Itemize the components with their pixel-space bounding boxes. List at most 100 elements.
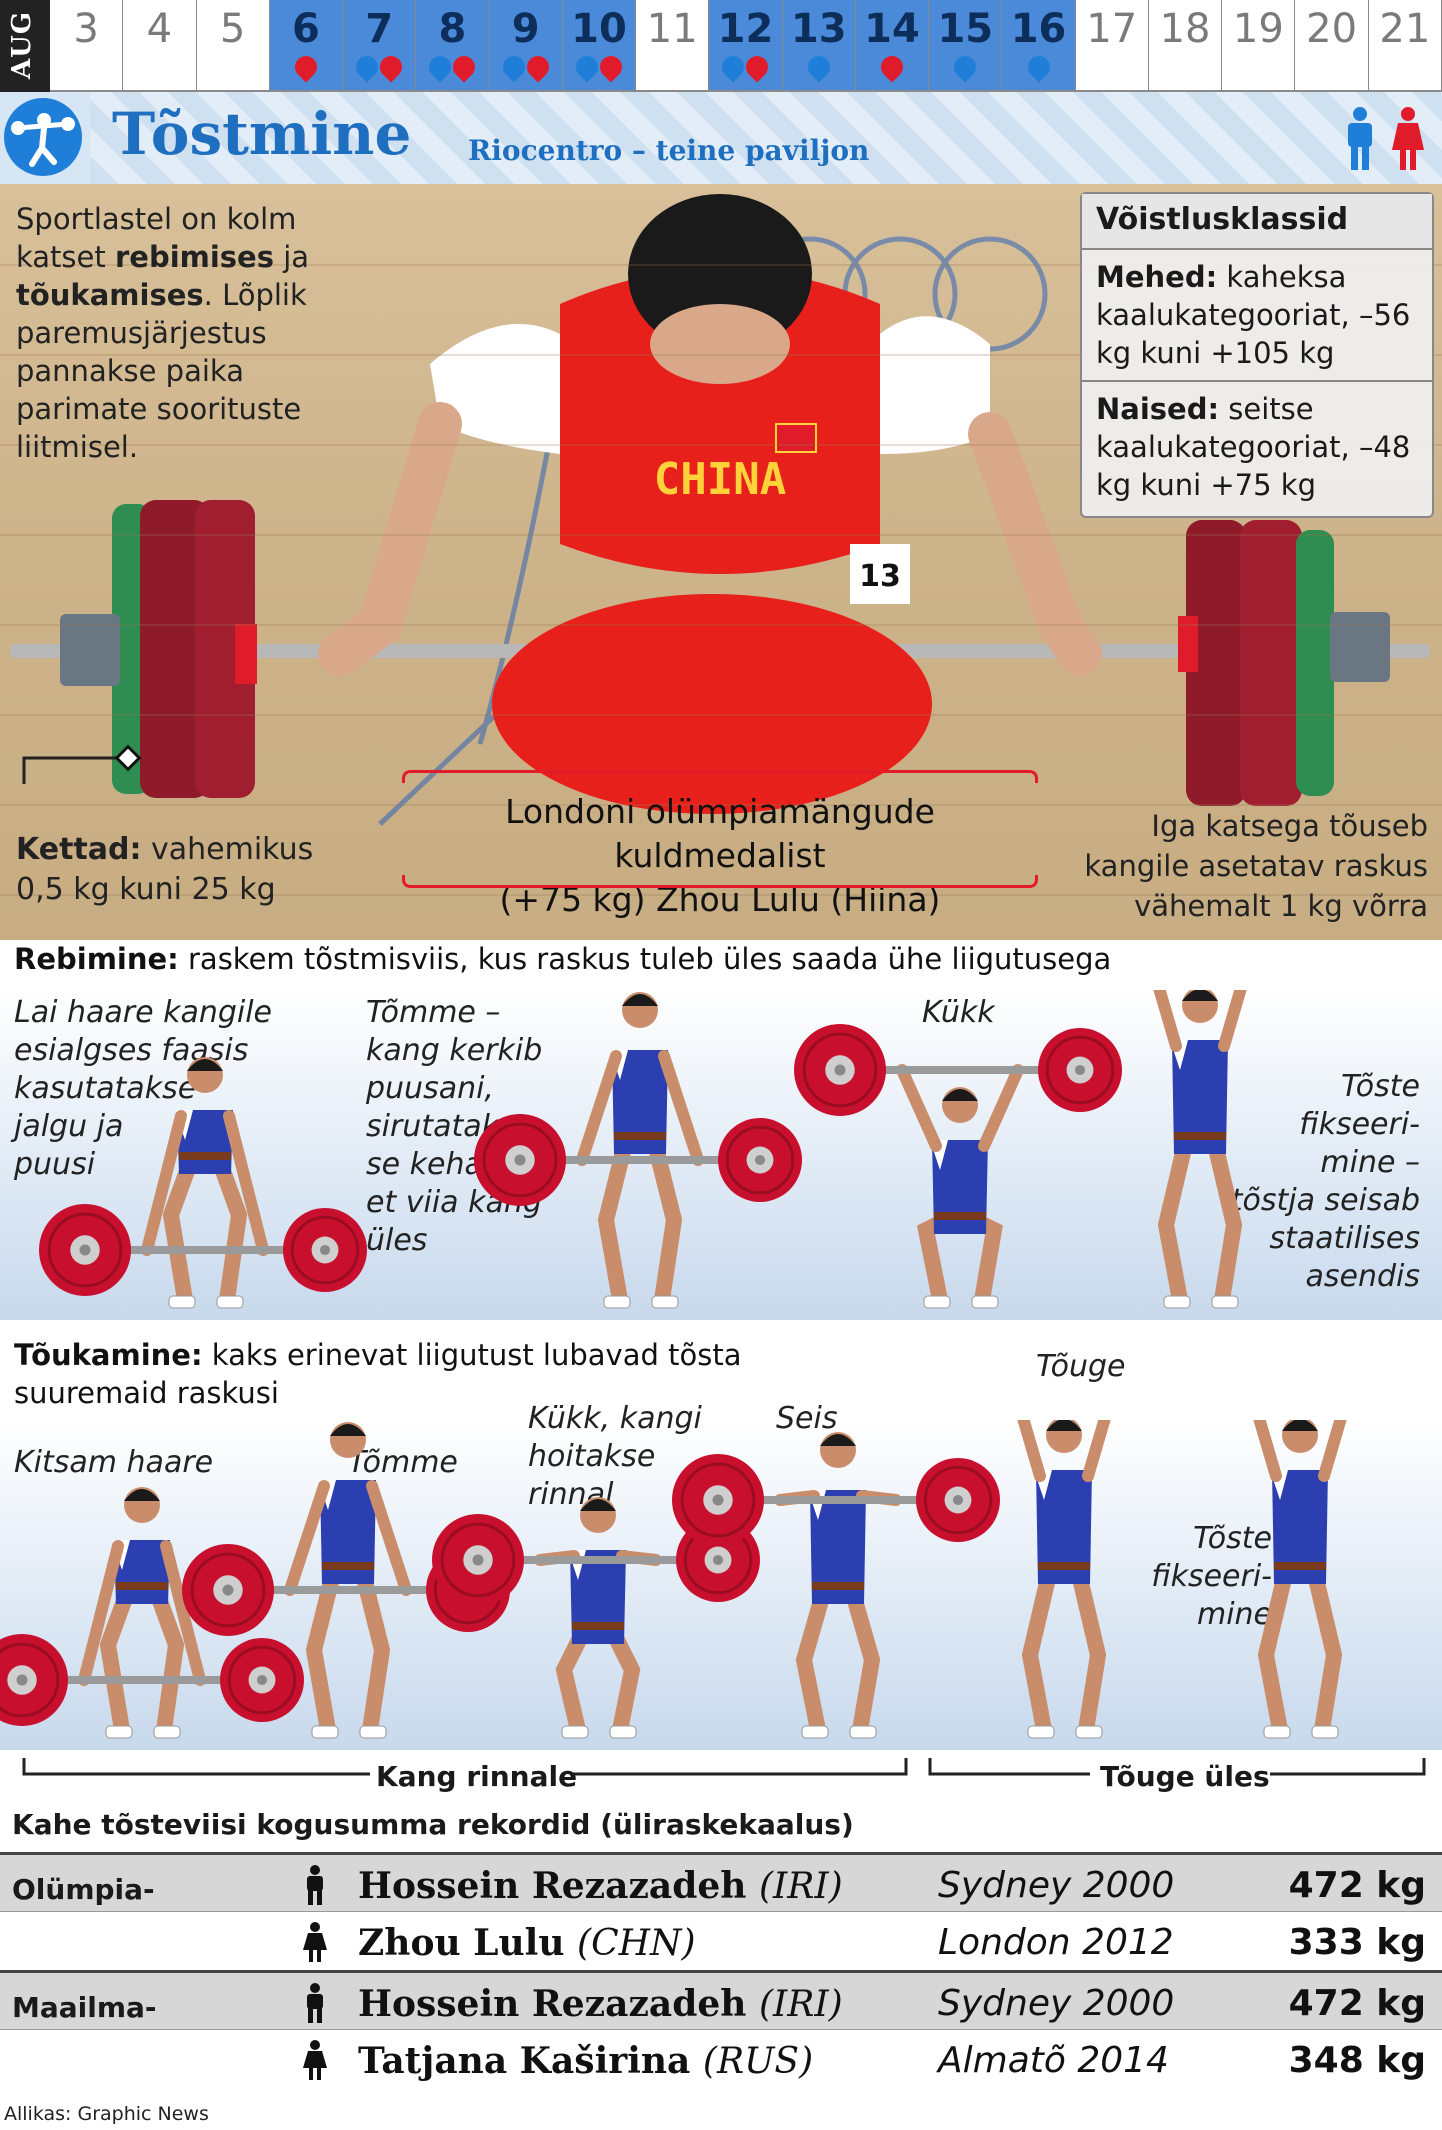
section-header: Tõstmine Riocentro – teine paviljon [0,92,1442,184]
s4-line: fikseeri- [1299,1107,1420,1142]
men-event-icon [803,51,835,83]
s1-line: jalgu ja [14,1109,124,1144]
shirt-text: CHINA [654,454,786,505]
day-number: 18 [1159,6,1211,52]
day-10: 10 [562,0,638,92]
female-icon [303,2040,327,2080]
s2-line: kang kerkib [366,1033,543,1068]
snatch-heading: Rebimine: raskem tõstmisviis, kus raskus… [14,942,1112,976]
s4-line: mine – [1320,1145,1420,1180]
women-event-icon [375,51,407,83]
men-event-icon [1022,51,1055,83]
weight-classes-heading: Võistlusklassid [1082,194,1432,250]
cj-step1-label: Kitsam haare [14,1444,213,1482]
cj-start-figure [0,1487,304,1739]
s4-line: tõstja seisab [1230,1183,1420,1218]
lifter-topdown-illustration: 13 CHINA [10,194,1430,826]
women-event-icon [876,51,908,83]
cj-fix-figure [1253,1420,1347,1739]
c4-line: Seis [776,1401,838,1436]
day-5: 5 [196,0,271,92]
record-weight: 348 kg [1288,2040,1426,2081]
c3-line: hoitakse [528,1439,656,1474]
phase-brackets [22,1758,1426,1776]
day-20: 20 [1295,0,1370,92]
c6-line: fikseeri- [1151,1559,1272,1594]
weightlifting-icon [4,98,82,176]
record-place: London 2012 [938,1922,1174,1963]
source-note: Allikas: Graphic News [4,2103,209,2125]
day-6: 6 [269,0,345,92]
snatch-figures [39,990,1247,1309]
day-14: 14 [855,0,931,92]
men-classes: Mehed: kaheksa kaalukategooriat, –56 kg … [1096,260,1411,370]
day-number: 4 [146,6,173,52]
c6-line: Tõste [1193,1521,1272,1556]
men-event-icon [571,51,603,83]
male-icon [307,1865,323,1905]
day-18: 18 [1148,0,1224,92]
cj-stand-figure [672,1432,1000,1739]
snatch-fix-figure [1153,990,1247,1309]
day-19: 19 [1222,0,1297,92]
s1-line: puusi [14,1147,96,1182]
s4-line: Tõste [1341,1069,1420,1104]
record-place: Sydney 2000 [938,1983,1175,2024]
day-number: 21 [1379,6,1431,52]
c3-line: Kükk, kangi [528,1401,702,1436]
s3-line: Kükk [922,995,995,1030]
records-title: Kahe tõsteviisi kogusumma rekordid (ülir… [12,1808,854,1841]
day-12: 12 [709,0,784,92]
day-number: 17 [1086,6,1138,52]
snatch-step3-label: Kükk [922,994,995,1032]
women-event-icon [290,51,322,83]
c1-line: Kitsam haare [14,1445,214,1480]
day-number: 11 [646,6,698,52]
day-16: 16 [1002,0,1077,92]
day-4: 4 [123,0,198,92]
athlete-photo: 13 CHINA [0,184,1442,940]
record-row: Maailma-rekordidHossein Rezazadeh (IRI)S… [0,1970,1442,2058]
day-11: 11 [636,0,711,92]
venue-label: Riocentro – teine paviljon [468,134,870,167]
record-holder: Hossein Rezazadeh (IRI) [358,1865,843,1907]
day-number: 19 [1232,6,1284,52]
day-number: 5 [219,6,246,52]
c5-line: Tõuge [1036,1349,1126,1384]
weight-classes-box: Võistlusklassid Mehed: kaheksa kaalukate… [1080,192,1434,518]
record-place: Sydney 2000 [938,1865,1175,1906]
day-21: 21 [1368,0,1442,92]
cj-step5-label: Tõuge [1036,1348,1126,1386]
cj-step4-label: Seis [776,1400,837,1438]
day-15: 15 [929,0,1004,92]
c2-line: Tõmme [348,1445,458,1480]
s2-line: Tõmme – [366,995,501,1030]
male-icon [307,1983,323,2023]
women-classes: Naised: seitse kaalukategooriat, –48 kg … [1082,380,1432,512]
bracket-jerk-label: Tõuge üles [1100,1760,1270,1793]
header-band [90,92,1442,184]
snatch-pull-figure [474,992,802,1309]
men-event-icon [424,51,456,83]
day-9: 9 [489,0,564,92]
day-number: 14 [864,6,920,52]
day-17: 17 [1075,0,1150,92]
intro-text: Sportlastel on kolm katset rebimises ja … [16,202,310,464]
women-event-icon [741,51,774,83]
day-number: 6 [291,6,320,52]
cj-jerk-figure [1017,1420,1111,1739]
record-place: Almatõ 2014 [938,2040,1169,2081]
women-event-icon [448,51,480,83]
day-number: 8 [438,6,467,52]
s1-line: Lai haare kangile [14,995,273,1030]
s2-line: se keha, [366,1147,493,1182]
men-event-icon [717,51,750,83]
s4-line: staatilises [1269,1221,1420,1256]
cleanjerk-heading: Tõukamine: kaks erinevat liigutust lubav… [14,1338,742,1410]
